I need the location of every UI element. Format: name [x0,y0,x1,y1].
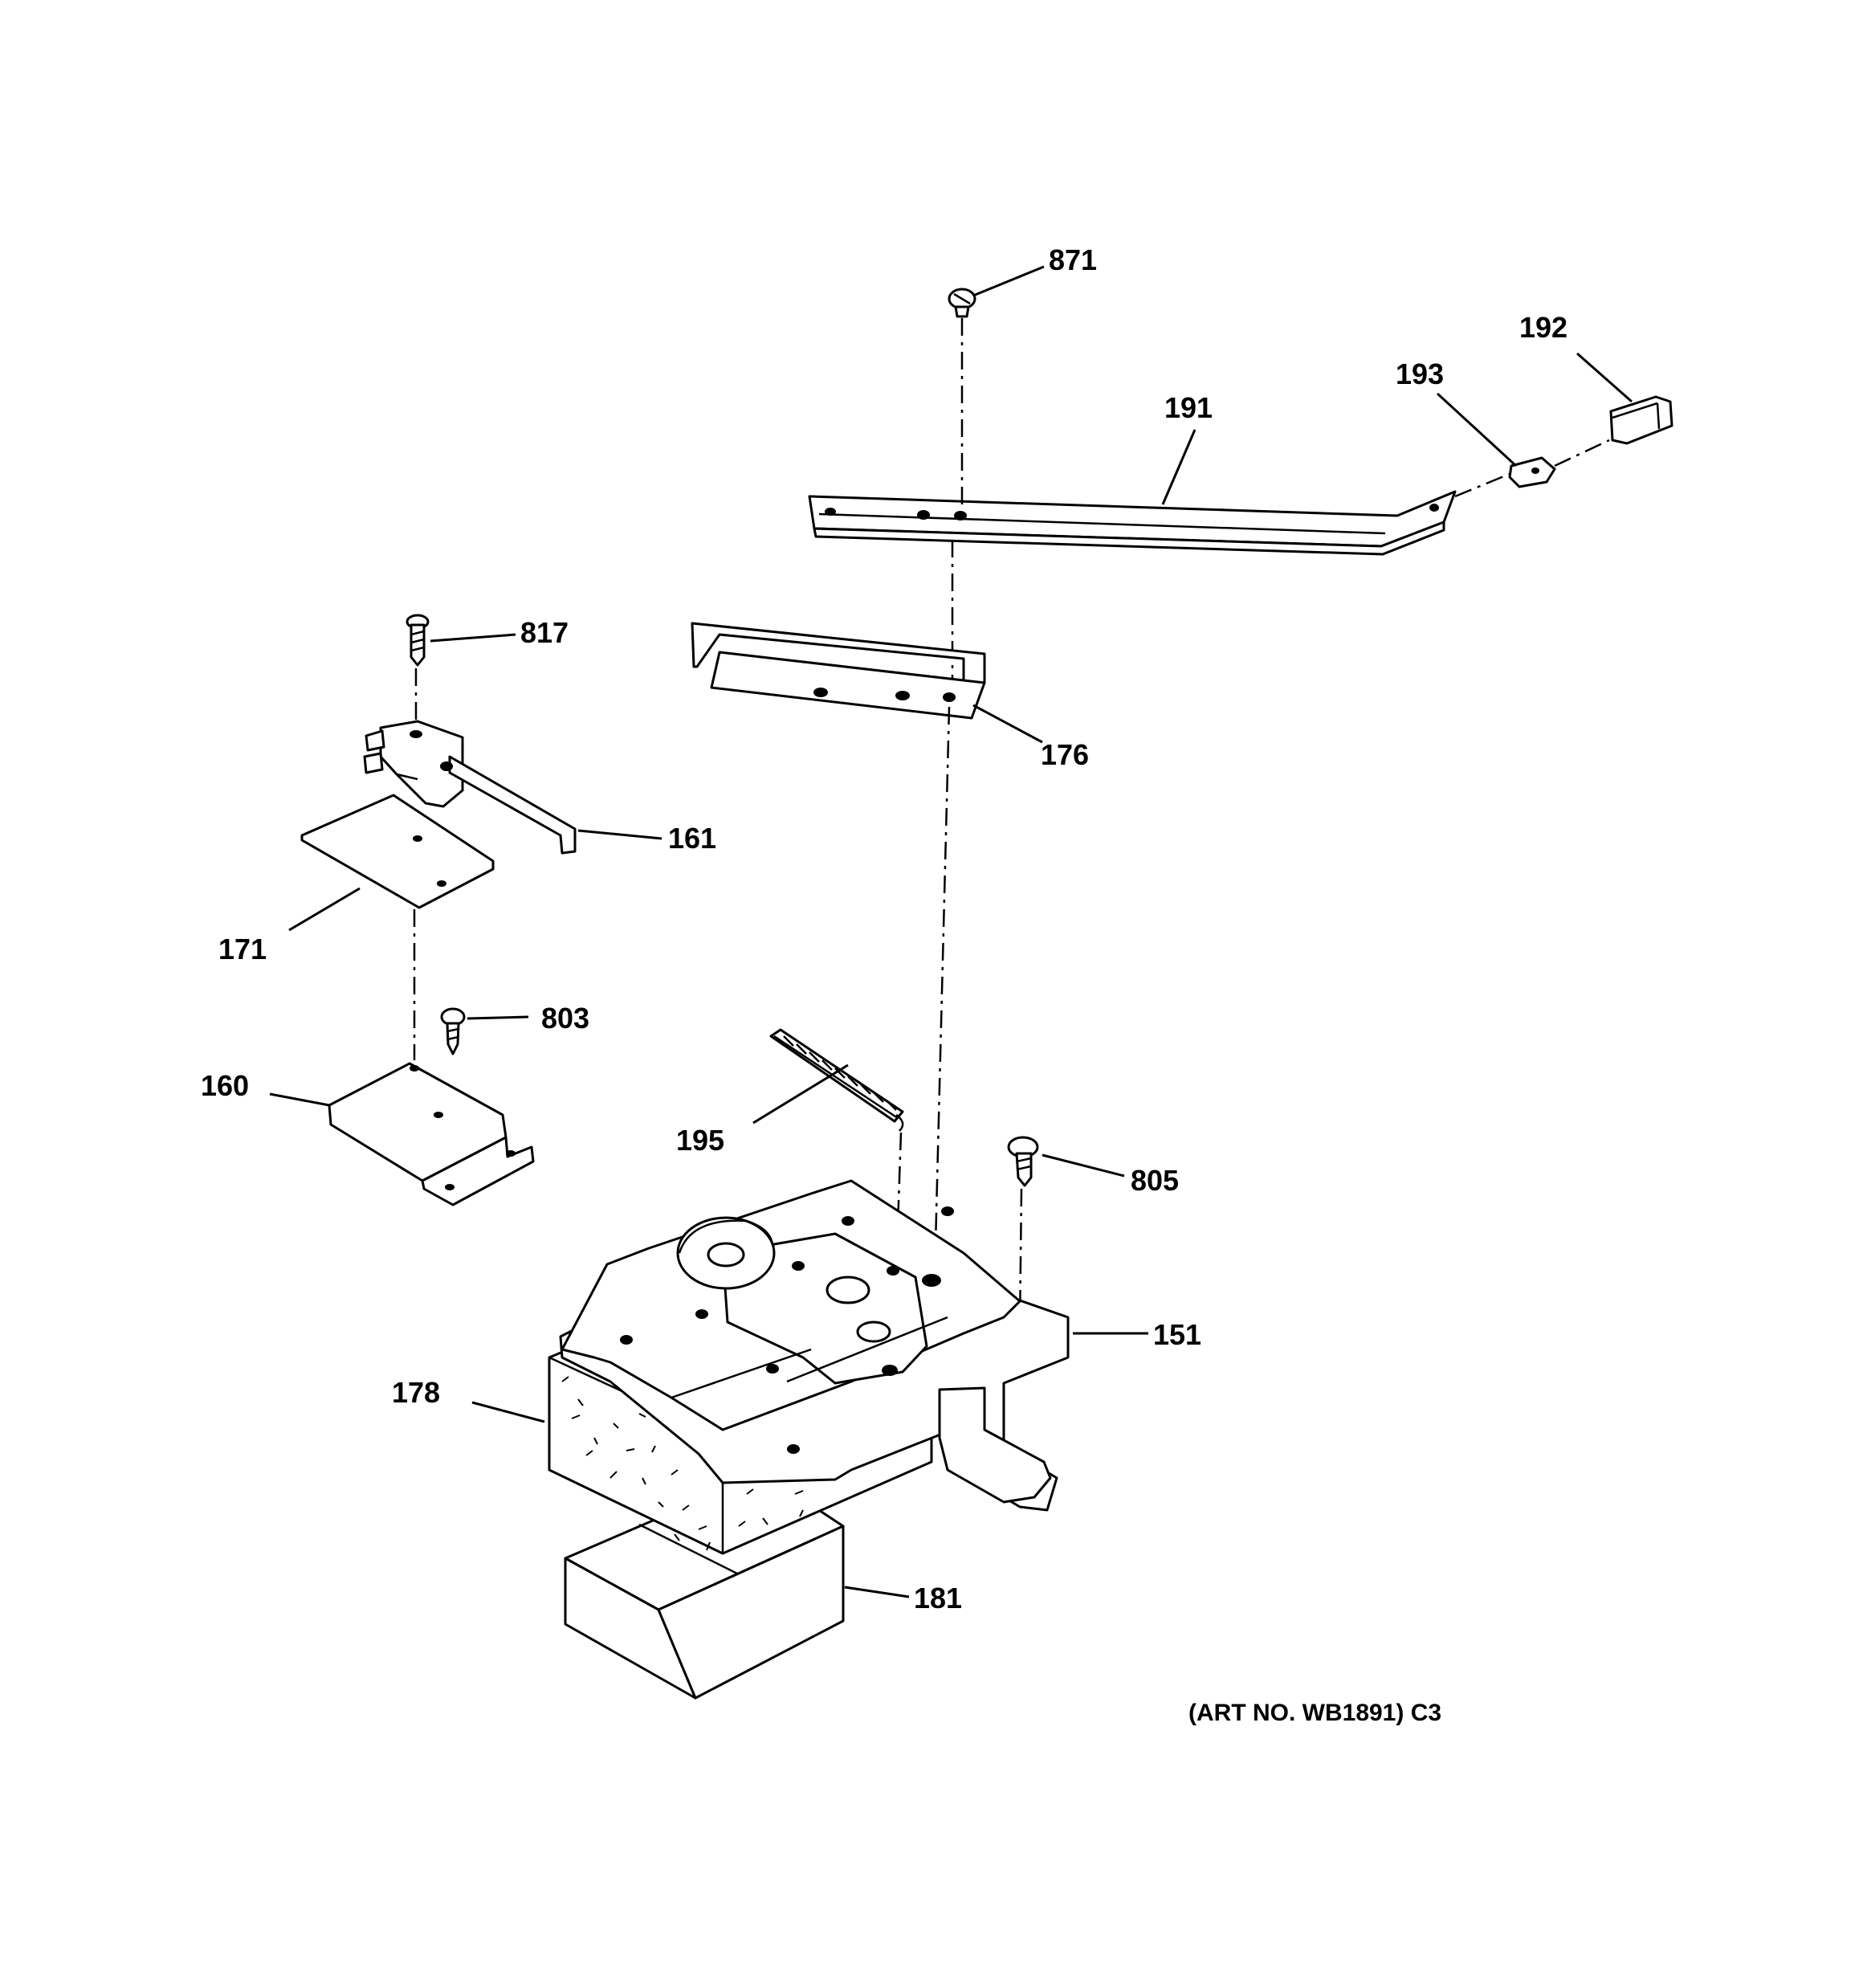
leader-171 [288,887,361,932]
part-803-screw [440,1007,466,1055]
part-161-switch [363,720,577,855]
part-151-latch-assembly [559,1179,1070,1512]
part-171-insulator [300,794,495,909]
part-871-screw [948,288,976,318]
leader-161 [577,829,662,840]
part-195-spring [769,1028,904,1132]
callout-191: 191 [1164,391,1213,424]
part-191-bracket-bar [808,490,1457,556]
leader-178 [471,1401,545,1423]
callout-193: 193 [1396,357,1444,390]
leader-193 [1436,392,1518,467]
callout-195: 195 [676,1124,724,1157]
part-817-screw [406,614,430,667]
part-193-clip [1508,456,1556,488]
leader-871 [972,265,1045,297]
leader-176 [972,704,1043,744]
leader-195 [752,1063,849,1125]
callout-171: 171 [218,933,267,965]
callout-871: 871 [1049,243,1097,276]
callout-817: 817 [520,616,569,649]
axis-191-193 [1454,472,1510,498]
callout-192: 192 [1519,311,1567,344]
axis-193-192 [1554,439,1610,467]
leader-191 [1161,429,1196,505]
callout-805: 805 [1131,1164,1179,1197]
callout-176: 176 [1041,738,1089,771]
callout-161: 161 [668,822,716,855]
callout-151: 151 [1153,1318,1201,1351]
callout-160: 160 [201,1069,249,1102]
axis-176-151 [933,706,951,1278]
leader-805 [1042,1153,1125,1178]
leader-181 [844,1586,910,1598]
part-176-angle-bracket [691,622,986,720]
callout-803: 803 [541,1002,589,1035]
art-number: (ART NO. WB1891) C3 [1188,1700,1441,1726]
callout-178: 178 [392,1376,440,1409]
callout-181: 181 [914,1582,962,1614]
part-160-bracket [328,1062,535,1206]
leader-160 [269,1092,330,1107]
part-805-screw [1007,1136,1039,1187]
part-192-end-cap [1609,395,1673,445]
leader-803 [467,1015,529,1020]
leader-817 [430,633,516,643]
leader-192 [1576,352,1633,403]
